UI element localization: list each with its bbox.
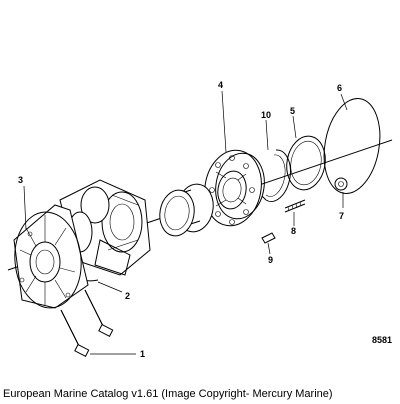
callout-10: 10 [261,110,271,120]
dowel-pin-part [261,232,276,244]
leader-3 [23,185,27,231]
callout-6: 6 [337,83,342,93]
leader-9 [267,242,271,255]
bearing-sleeve-part [159,183,214,237]
callout-5: 5 [290,106,295,116]
gasket-part [323,97,381,195]
image-caption: European Marine Catalog v1.61 (Image Cop… [3,388,333,400]
callout-9: 9 [268,255,273,265]
oil-pump-housing-part [204,149,265,227]
callout-4: 4 [218,80,223,90]
crankshaft-part [59,179,151,282]
figure-id: 8581 [372,335,392,345]
nut-part [334,177,348,191]
callout-1: 1 [140,349,145,359]
leader-10 [265,119,269,151]
leader-4 [221,90,227,153]
callout-3: 3 [18,175,23,185]
callout-8: 8 [291,226,296,236]
rear-bearing-housing-part [13,204,89,309]
seal-ring-part [286,135,326,191]
leader-2 [97,281,123,293]
leader-5 [292,115,297,139]
callout-2: 2 [125,291,130,301]
bolt-part [60,289,114,357]
retaining-ring-part [261,149,291,202]
callout-7: 7 [339,211,344,221]
stud-part [284,199,306,213]
leader-6 [340,93,348,111]
